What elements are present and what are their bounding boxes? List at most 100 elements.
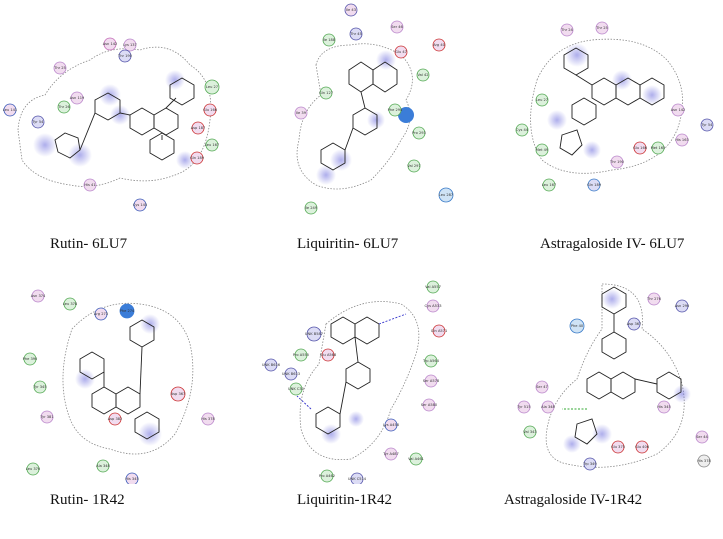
svg-text:Tyr 381: Tyr 381 [39, 415, 53, 419]
svg-text:Phe 390: Phe 390 [23, 357, 38, 361]
svg-text:Met 165: Met 165 [651, 146, 666, 150]
svg-text:Arg 40: Arg 40 [433, 43, 446, 47]
svg-text:Glu 166: Glu 166 [203, 108, 218, 112]
svg-text:Pro A462: Pro A462 [319, 474, 335, 478]
interaction-diagram: Thr 24 Thr 25 Leu 27 Cys 44 Met 49 Leu 1… [515, 21, 714, 192]
svg-text:Tyr 345: Tyr 345 [32, 385, 46, 389]
svg-text:Leu 370: Leu 370 [26, 467, 41, 471]
interaction-diagram: Val A557 Cys A533 UNK B587 Pro A555 Glu … [262, 280, 448, 484]
svg-text:Pro 293: Pro 293 [412, 131, 426, 135]
svg-text:Thr 25: Thr 25 [53, 66, 66, 70]
svg-text:Met 49: Met 49 [536, 148, 549, 152]
interaction-diagram: Asn 374 Leu 378 Arg 273 Phe 274 Phe 390 … [23, 289, 215, 484]
svg-text:Asn 119: Asn 119 [70, 96, 85, 100]
interaction-diagram: Asn 142 Lys 137 Thr 190 Thr 25 Asn 119 T… [3, 37, 220, 212]
svg-text:Gln 189: Gln 189 [190, 156, 205, 160]
panel-caption: Rutin- 1R42 [50, 492, 125, 508]
svg-text:Lys 137: Lys 137 [123, 43, 137, 47]
svg-text:Asn 290: Asn 290 [675, 304, 690, 308]
svg-text:Val 343: Val 343 [523, 430, 536, 434]
svg-text:Thr 190: Thr 190 [117, 54, 133, 58]
svg-text:Thr 24: Thr 24 [560, 28, 573, 32]
svg-text:Thr 190: Thr 190 [609, 160, 625, 164]
panel-rutin-6lu7: Asn 142 Lys 137 Thr 190 Thr 25 Asn 119 T… [0, 0, 241, 269]
svg-text:Asn 374: Asn 374 [31, 294, 46, 298]
svg-text:Leu 27: Leu 27 [206, 85, 218, 89]
svg-text:Cys 44: Cys 44 [516, 128, 529, 132]
svg-text:Ser 46: Ser 46 [391, 25, 403, 29]
svg-text:Val A557: Val A557 [425, 285, 441, 289]
svg-text:Pro A555: Pro A555 [293, 353, 309, 357]
svg-text:Leu 287: Leu 287 [439, 193, 453, 197]
svg-text:Asp 382: Asp 382 [108, 417, 123, 421]
svg-text:UNK C514: UNK C514 [348, 477, 367, 481]
panel-liquiritin-1r42: Val A557 Cys A533 UNK B587 Pro A555 Glu … [241, 269, 482, 538]
svg-text:His 41: His 41 [84, 183, 95, 187]
svg-text:Ser A580: Ser A580 [421, 403, 438, 407]
svg-text:Leu 27: Leu 27 [536, 98, 548, 102]
svg-text:Thr 26: Thr 26 [57, 105, 70, 109]
svg-text:Thr 276: Thr 276 [646, 297, 662, 301]
svg-text:Leu 167: Leu 167 [205, 143, 219, 147]
svg-text:Ala 348: Ala 348 [96, 464, 110, 468]
svg-text:UNK B613: UNK B613 [282, 372, 300, 376]
svg-text:Ser A578: Ser A578 [423, 379, 440, 383]
panel-caption: Liquiritin-1R42 [297, 492, 392, 508]
svg-text:Phe 294: Phe 294 [388, 108, 403, 112]
svg-text:Ser 47: Ser 47 [536, 385, 548, 389]
svg-text:Arg 273: Arg 273 [94, 312, 108, 316]
panel-caption: Astragaloside IV-1R42 [504, 492, 643, 508]
svg-text:Glu A568: Glu A568 [320, 353, 337, 357]
svg-text:Asp 187: Asp 187 [191, 126, 206, 130]
panel-caption: Liquiritin- 6LU7 [297, 236, 399, 252]
svg-text:Glu 375: Glu 375 [611, 445, 625, 449]
svg-text:Val 42: Val 42 [417, 73, 428, 77]
svg-text:Glu 166: Glu 166 [633, 146, 648, 150]
svg-text:Tyr 515: Tyr 515 [516, 405, 530, 409]
svg-text:Leu 167: Leu 167 [542, 183, 556, 187]
residue-group: Asn 142 Lys 137 Thr 190 Thr 25 Asn 119 T… [3, 37, 220, 212]
svg-text:Phe 40: Phe 40 [571, 324, 584, 328]
panel-caption: Rutin- 6LU7 [50, 236, 128, 252]
svg-text:Val 297: Val 297 [407, 164, 420, 168]
svg-text:His 345: His 345 [125, 477, 139, 481]
interaction-diagram: Thr 276 Asn 290 Phe 40 Asp 367 Ser 47 Ty… [516, 283, 711, 471]
panel-astragaloside-1r42: Thr 276 Asn 290 Phe 40 Asp 367 Ser 47 Ty… [482, 269, 723, 538]
svg-text:Gln 189: Gln 189 [587, 183, 602, 187]
svg-text:Ile 188: Ile 188 [323, 38, 336, 42]
svg-text:Trp A564: Trp A564 [422, 359, 440, 363]
panel-liquiritin-6lu7: Ile 43 Thr 45 Ser 46 Ile 188 Arg 40 Glu … [241, 0, 482, 269]
svg-text:Val A461: Val A461 [408, 457, 424, 461]
svg-text:Cys 145: Cys 145 [133, 203, 148, 207]
svg-text:Tyr 54: Tyr 54 [32, 120, 45, 124]
svg-text:Ile 43: Ile 43 [346, 8, 356, 12]
svg-text:Asn 142: Asn 142 [103, 42, 118, 46]
svg-text:Ala 348: Ala 348 [541, 405, 555, 409]
svg-text:Lys A458: Lys A458 [383, 423, 400, 427]
svg-text:Glu 406: Glu 406 [635, 445, 650, 449]
svg-text:His 378: His 378 [201, 417, 215, 421]
svg-text:Ile 39: Ile 39 [296, 111, 307, 115]
svg-text:Asp 367: Asp 367 [171, 392, 186, 396]
svg-text:Ser 44: Ser 44 [696, 435, 708, 439]
svg-text:Gln 127: Gln 127 [319, 91, 333, 95]
interaction-diagram: Ile 43 Thr 45 Ser 46 Ile 188 Arg 40 Glu … [294, 3, 454, 215]
svg-text:Ile 249: Ile 249 [305, 206, 318, 210]
svg-text:His 345: His 345 [657, 405, 671, 409]
svg-text:Tyr 54: Tyr 54 [701, 123, 714, 127]
svg-text:Leu 378: Leu 378 [63, 302, 78, 306]
svg-text:UNK B587: UNK B587 [305, 332, 323, 336]
svg-text:UNK C30: UNK C30 [288, 387, 305, 391]
svg-text:Thr 45: Thr 45 [349, 32, 362, 36]
svg-text:Trp 349: Trp 349 [582, 462, 597, 466]
svg-text:His 378: His 378 [697, 459, 711, 463]
svg-text:Asn 142: Asn 142 [671, 108, 686, 112]
panel-astragaloside-6lu7: Thr 24 Thr 25 Leu 27 Cys 44 Met 49 Leu 1… [482, 0, 723, 269]
svg-text:Gln A571: Gln A571 [431, 329, 448, 333]
panel-caption: Astragaloside IV- 6LU7 [540, 236, 685, 252]
panel-rutin-1r42: Asn 374 Leu 378 Arg 273 Phe 274 Phe 390 … [0, 269, 241, 538]
svg-text:Asp 367: Asp 367 [627, 322, 642, 326]
svg-text:His 163: His 163 [675, 138, 689, 142]
svg-text:Tyr A487: Tyr A487 [382, 452, 399, 456]
svg-text:UNK B616: UNK B616 [262, 363, 281, 367]
